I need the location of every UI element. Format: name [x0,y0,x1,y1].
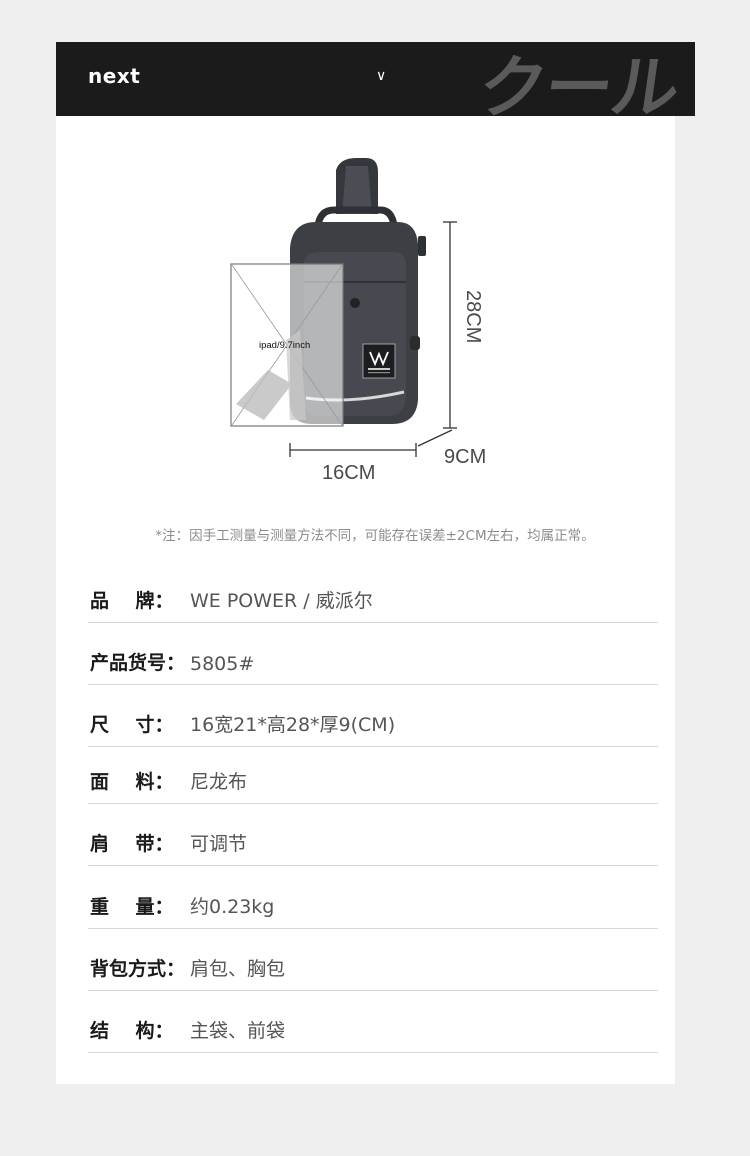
spec-value: 约0.23kg [190,896,275,918]
spec-value: 5805# [190,653,255,675]
spec-row-weight: 重 量： 约0.23kg [88,878,658,929]
product-illustration: 28CM 16CM 9CM ipad/9.7inch [0,0,750,500]
spec-row-carry-style: 背包方式： 肩包、胸包 [88,940,658,991]
spec-label: 结 构： [90,1020,174,1042]
bag-drawing [230,158,457,457]
measurement-note: *注：因手工测量与测量方法不同，可能存在误差±2CM左右，均属正常。 [155,528,595,544]
spec-row-structure: 结 构： 主袋、前袋 [88,1002,658,1053]
spec-row-item-number: 产品货号： 5805# [88,634,658,685]
ipad-label: ipad/9.7inch [259,340,311,351]
spec-row-strap: 肩 带： 可调节 [88,815,658,866]
spec-label: 产品货号： [90,652,186,674]
spec-value: 尼龙布 [190,771,248,793]
chevron-down-icon: ∨ [376,68,387,84]
spec-value: 肩包、胸包 [190,958,286,980]
spec-value: 16宽21*高28*厚9(CM) [190,714,396,736]
spec-label: 尺 寸： [90,714,174,736]
bag-handle [314,206,398,227]
spec-value: WE POWER / 威派尔 [190,590,373,612]
spec-label: 肩 带： [90,833,174,855]
spec-row-brand: 品 牌： WE POWER / 威派尔 [88,572,658,623]
height-label: 28CM [462,290,484,344]
spec-row-material: 面 料： 尼龙布 [88,753,658,804]
content-card [56,42,675,1084]
spec-label: 背包方式： [90,958,186,980]
spec-row-size: 尺 寸： 16宽21*高28*厚9(CM) [88,696,658,747]
banner-title: next [88,64,141,88]
spec-value: 主袋、前袋 [190,1020,286,1042]
spec-value: 可调节 [190,833,248,855]
depth-label: 9CM [444,446,487,468]
width-label: 16CM [322,462,376,484]
spec-label: 面 料： [90,771,174,793]
spec-label: 品 牌： [90,590,174,612]
depth-dimension-line [417,429,453,447]
header-banner: next ∨ クール [56,42,695,116]
spec-label: 重 量： [90,896,174,918]
